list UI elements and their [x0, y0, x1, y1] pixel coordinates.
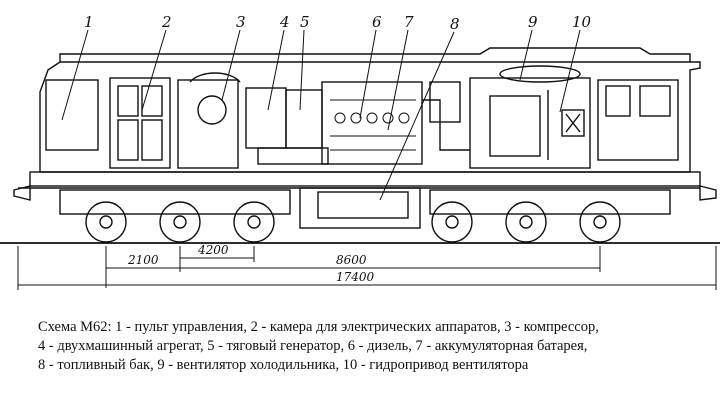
cab-right: [597, 79, 679, 161]
roof-line: [59, 47, 691, 62]
frame: [29, 171, 701, 187]
compressor-area: [177, 79, 239, 169]
label-9: 9: [528, 13, 538, 31]
caption: Схема М62: 1 - пульт управления, 2 - кам…: [38, 318, 708, 375]
dim-17400: 17400: [336, 270, 375, 284]
caption-line-2: 4 - двухмашинный агрегат, 5 - тяговый ге…: [38, 338, 588, 354]
battery-box: [317, 191, 409, 219]
two-machine-unit: [245, 87, 287, 149]
label-4: 4: [279, 13, 290, 31]
label-10: 10: [572, 13, 592, 31]
fuel-tank: [299, 187, 421, 229]
label-6: 6: [372, 13, 382, 31]
cab-left: [45, 79, 99, 151]
wheelset-right: [431, 201, 621, 243]
label-7: 7: [404, 13, 414, 31]
bogie-left: [59, 189, 291, 215]
label-3: 3: [236, 13, 246, 31]
cooling-section: [469, 77, 591, 169]
label-8: 8: [450, 15, 460, 33]
diesel-engine: [321, 81, 423, 165]
bogie-right: [429, 189, 671, 215]
cooler-fan: [499, 65, 581, 83]
dim-4200: 4200: [197, 243, 229, 257]
caption-line-1: Схема М62: 1 - пульт управления, 2 - кам…: [38, 319, 599, 335]
dim-8600: 8600: [336, 253, 367, 267]
dimension-lines: [17, 246, 717, 290]
label-2: 2: [161, 13, 172, 31]
dim-2100: 2100: [127, 253, 159, 267]
wheelset-left: [85, 201, 275, 243]
label-5: 5: [300, 13, 310, 31]
caption-line-3: 8 - топливный бак, 9 - вентилятор холоди…: [38, 357, 529, 373]
apparatus-chamber: [109, 77, 171, 169]
traction-generator: [285, 89, 323, 149]
label-1: 1: [84, 13, 94, 31]
